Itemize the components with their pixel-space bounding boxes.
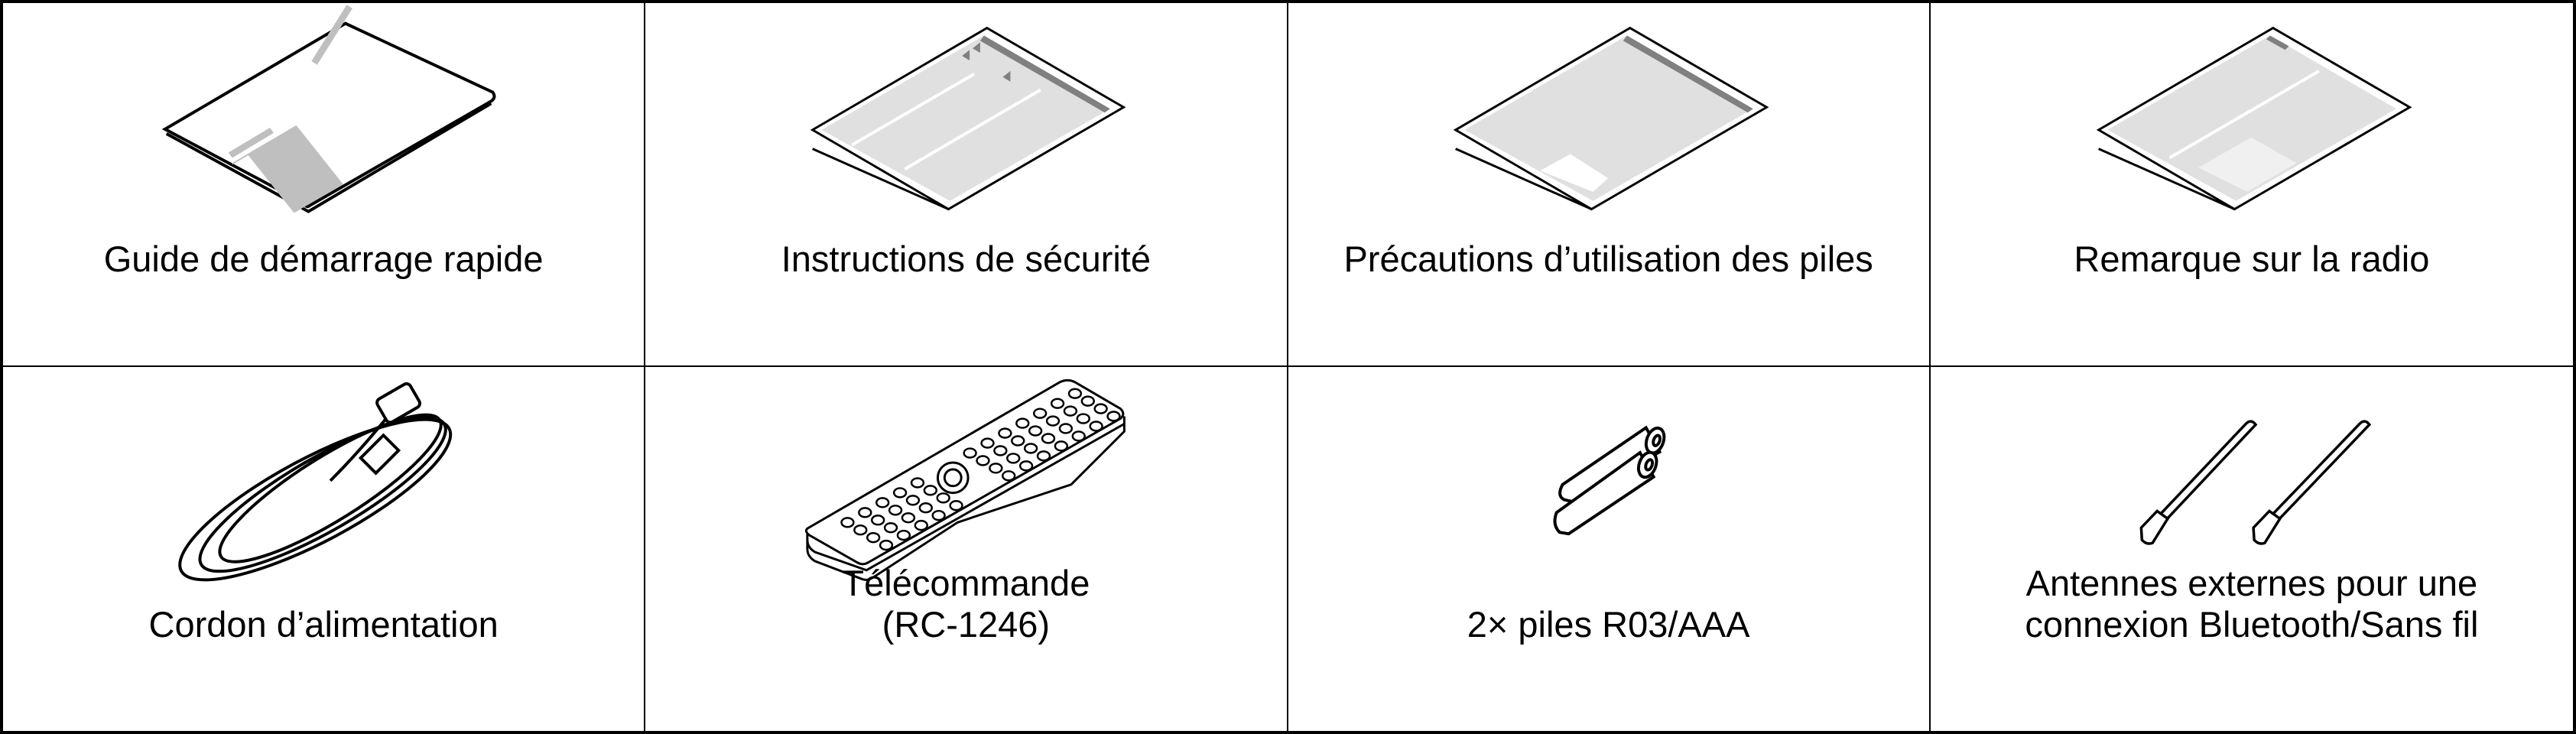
remote-button-icon <box>896 529 911 541</box>
remote-button-icon <box>1054 440 1069 452</box>
remote-button-icon <box>1041 433 1056 444</box>
item-label: Cordon d’alimentation <box>148 604 499 645</box>
remote-button-icon <box>1002 470 1016 482</box>
cell-antennas: Antennes externes pour une connexion Blu… <box>1931 367 2573 731</box>
cell-battery-precautions: Précautions d’utilisation des piles <box>1288 3 1931 367</box>
remote-button-icon <box>1019 460 1034 472</box>
remote-button-icon <box>963 447 978 459</box>
item-label: 2× piles R03/AAA <box>1467 604 1750 645</box>
remote-button-icon <box>1046 415 1061 427</box>
quick-start-guide-icon <box>161 5 496 213</box>
antennas-icon <box>2139 420 2371 545</box>
antenna-icon <box>2139 420 2258 545</box>
remote-button-icon <box>901 512 916 524</box>
remote-button-icon <box>1080 395 1096 407</box>
safety-instructions-icon <box>810 26 1126 211</box>
cell-power-cord: Cordon d’alimentation <box>3 367 646 731</box>
remote-button-icon <box>976 455 990 466</box>
remote-control-icon <box>805 378 1126 581</box>
remote-button-icon <box>989 463 1003 474</box>
remote-button-icon <box>1037 450 1051 462</box>
remote-button-icon <box>888 505 903 516</box>
remote-button-icon <box>1058 423 1074 434</box>
remote-button-icon <box>1011 435 1025 447</box>
remote-button-icon <box>879 539 894 551</box>
battery-precautions-icon <box>1453 26 1769 211</box>
item-label: Remarque sur la radio <box>2074 239 2430 279</box>
item-label: Antennes externes pour une connexion Blu… <box>2025 563 2479 645</box>
remote-button-icon <box>1033 408 1048 419</box>
antenna-icon <box>2252 420 2371 545</box>
remote-button-icon <box>871 515 885 526</box>
remote-button-icon <box>893 487 908 499</box>
remote-button-icon <box>911 477 925 489</box>
cell-remote-control: Télécommande (RC-1246) <box>645 367 1288 731</box>
remote-button-icon <box>914 519 929 531</box>
remote-button-icon <box>1028 425 1043 437</box>
remote-button-icon <box>923 485 938 496</box>
remote-button-icon <box>1006 453 1021 464</box>
remote-button-icon <box>936 492 951 504</box>
remote-button-icon <box>993 445 1008 456</box>
batteries-icon <box>1552 425 1665 536</box>
remote-button-icon <box>1089 421 1104 432</box>
item-label: Guide de démarrage rapide <box>103 239 544 279</box>
remote-button-icon <box>1015 417 1030 429</box>
radio-notice-icon <box>2096 26 2412 211</box>
remote-button-icon <box>1076 413 1091 424</box>
remote-button-icon <box>1024 443 1038 454</box>
remote-button-icon <box>998 427 1012 439</box>
remote-button-icon <box>949 499 963 512</box>
remote-button-icon <box>1063 405 1078 417</box>
power-cord-icon <box>178 382 453 582</box>
remote-button-icon <box>840 517 855 528</box>
remote-button-icon <box>931 509 947 521</box>
remote-button-icon <box>875 497 890 508</box>
cell-batteries: 2× piles R03/AAA <box>1288 367 1931 731</box>
remote-button-icon <box>866 531 881 544</box>
remote-button-icon <box>980 437 995 449</box>
cell-quick-start-guide: Guide de démarrage rapide <box>3 3 646 367</box>
remote-button-icon <box>853 525 868 536</box>
remote-button-icon <box>858 507 872 518</box>
remote-button-icon <box>884 521 898 534</box>
item-label: Télécommande (RC-1246) <box>842 563 1090 645</box>
remote-button-icon <box>1093 403 1109 414</box>
remote-button-icon <box>1068 388 1083 399</box>
cell-safety-instructions: Instructions de sécurité <box>645 3 1288 367</box>
remote-button-icon <box>918 502 934 514</box>
remote-button-icon <box>1106 411 1121 422</box>
cell-radio-notice: Remarque sur la radio <box>1930 3 2573 367</box>
remote-button-icon <box>906 495 921 506</box>
item-label: Instructions de sécurité <box>781 239 1152 279</box>
remote-button-icon <box>1071 430 1087 442</box>
remote-button-icon <box>1051 398 1065 409</box>
item-label: Précautions d’utilisation des piles <box>1343 239 1873 279</box>
